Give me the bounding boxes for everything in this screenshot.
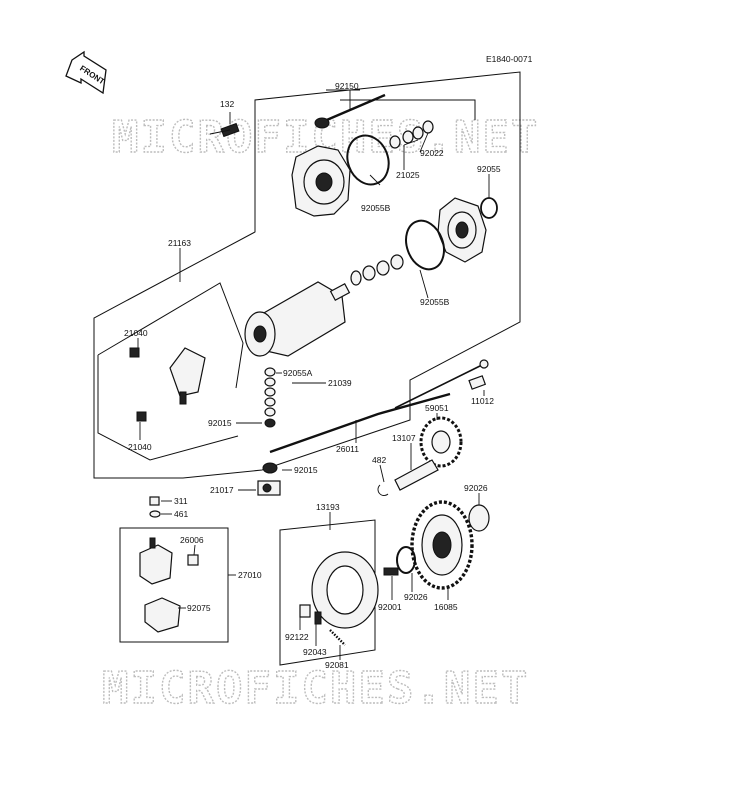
label-92081: 92081 [325,660,349,670]
starter-clutch-gear-16085 [410,500,474,590]
label-21039: 21039 [328,378,352,388]
label-92055B-lower: 92055B [420,297,450,307]
bolt-132 [209,122,240,138]
label-92015-lower: 92015 [294,465,318,475]
label-27010: 27010 [238,570,262,580]
label-13193: 13193 [316,502,340,512]
label-92150: 92150 [335,81,359,91]
label-21040-upper: 21040 [124,328,148,338]
cable-26011 [269,359,489,454]
label-21025: 21025 [396,170,420,180]
label-26011: 26011 [336,444,359,454]
o-ring-92055B-lower [405,219,445,271]
bolt-92001 [383,567,399,576]
cap-11012 [468,375,487,390]
end-cover-front [437,197,487,263]
part-labels: 132 92150 92022 21025 92055 92055B 92055… [124,81,501,670]
label-21163: 21163 [168,238,191,248]
washer-stack-upper [389,120,434,149]
label-92026-lower: 92026 [404,592,428,602]
nut-311 [149,496,160,506]
label-132: 132 [220,99,234,109]
terminal-21017 [257,480,281,496]
starter-motor-body [244,281,351,357]
label-92055: 92055 [477,164,501,174]
label-21040-lower: 21040 [128,442,152,452]
washer-461 [149,510,161,518]
label-92015-upper: 92015 [208,418,232,428]
label-92026-upper: 92026 [464,483,488,493]
label-92055A: 92055A [283,368,313,378]
brush-plate [169,347,206,405]
idle-gear-59051 [419,416,463,468]
label-311: 311 [174,496,188,506]
label-92122: 92122 [285,632,309,642]
washer-stack-center [264,367,276,428]
label-11012: 11012 [471,396,494,406]
label-16085: 16085 [434,602,458,612]
label-482: 482 [372,455,386,465]
label-13107: 13107 [392,433,416,443]
label-461: 461 [174,509,188,519]
washer-stack-mid [350,254,404,286]
label-92022: 92022 [420,148,444,158]
end-cover-rear [291,145,351,217]
brush-21040-lower [136,411,147,422]
o-ring-92055B-upper [346,134,390,186]
circlip-482 [377,484,389,496]
shaft-13107 [394,459,439,491]
watermark-bottom: MICROFICHES.NET [102,663,529,714]
brush-21040-upper [129,347,140,358]
relay-box-27010 [119,527,229,643]
nut-92015-lower [262,462,278,474]
label-92075: 92075 [187,603,211,613]
leader-lines [137,89,490,660]
front-arrow-icon: FRONT [65,50,107,95]
label-59051: 59051 [425,403,449,413]
starter-assembly-frame [93,71,521,479]
label-92043: 92043 [303,647,327,657]
clutch-box-13193 [279,519,379,666]
washer-92026-lower [396,546,416,574]
long-bolt-92150 [314,93,386,129]
diagram-code: E1840-0071 [486,54,533,64]
label-26006: 26006 [180,535,204,545]
label-92001: 92001 [378,602,402,612]
o-ring-92055 [480,197,498,219]
label-21017: 21017 [210,485,234,495]
label-92055B-upper: 92055B [361,203,391,213]
washer-92026-upper [468,504,490,532]
